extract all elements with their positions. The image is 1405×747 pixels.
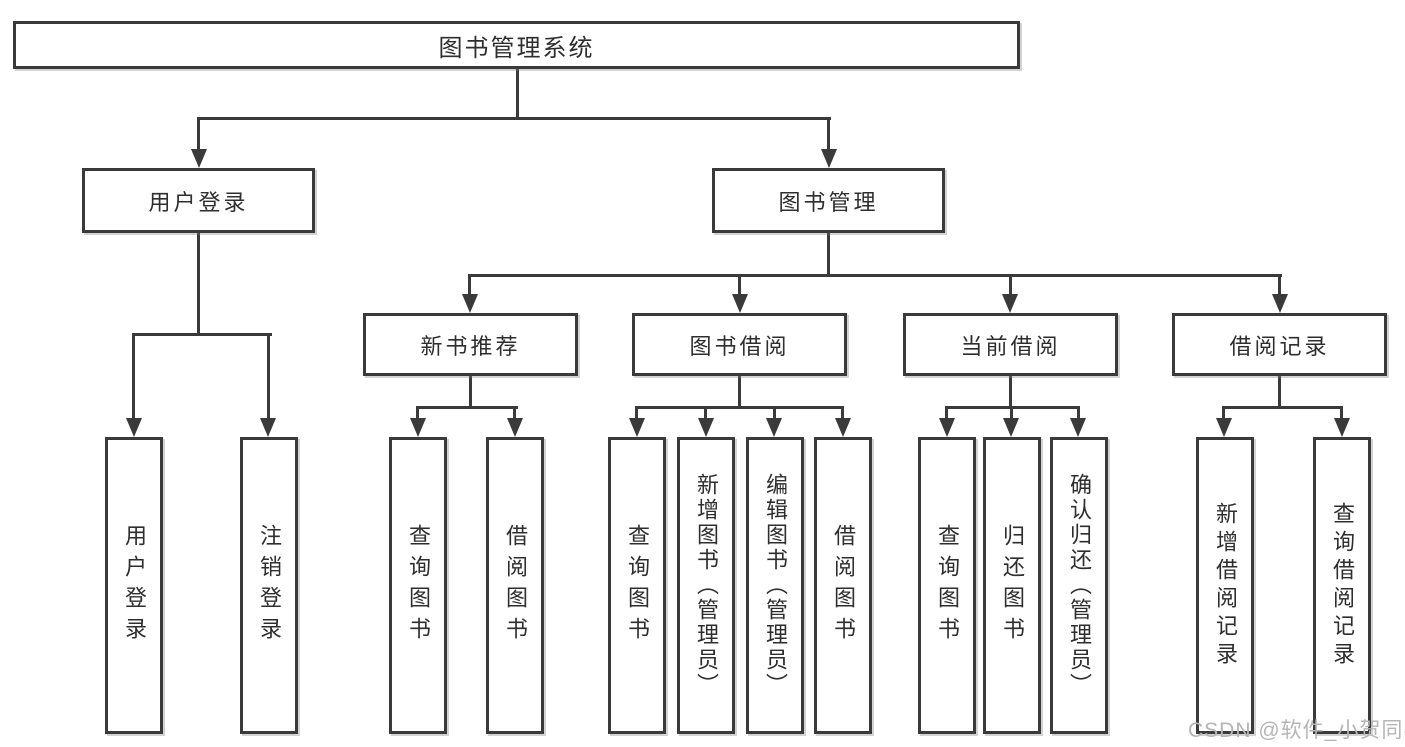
connector-stem [1010,406,1013,420]
leaf-current-query-books-label: 查询图书 [935,523,960,648]
connector-vline [738,376,741,409]
arrowhead [1216,418,1232,437]
leaf-borrowing-query-books: 查询图书 [608,437,666,734]
connector-hline [132,333,272,336]
node-new-book-recommend-label: 新书推荐 [420,333,521,359]
leaf-query-borrow-record-label: 查询借阅记录 [1330,501,1355,670]
leaf-recommend-query-books-label: 查询图书 [406,523,431,648]
node-user-login-label: 用户登录 [148,189,249,215]
arrowhead [260,418,276,437]
arrowhead [821,149,837,168]
arrowhead [939,418,955,437]
connector-stem [738,274,741,297]
node-book-management-label: 图书管理 [778,189,879,215]
node-root-label: 图书管理系统 [438,34,595,62]
connector-vline [1278,376,1281,409]
arrowhead [1002,294,1018,313]
leaf-add-book-admin-label: 新增图书（管理员） [694,473,719,698]
leaf-recommend-query-books: 查询图书 [389,437,447,734]
csdn-watermark: CSDN @软件_小贺同学 [1188,719,1405,742]
leaf-edit-book-admin-label: 编辑图书（管理员） [763,473,788,698]
connector-vline [197,233,200,336]
connector-stem [197,117,200,152]
leaf-add-borrow-record-label: 新增借阅记录 [1213,501,1238,670]
leaf-borrowing-borrow-books: 借阅图书 [814,437,872,734]
leaf-return-book: 归还图书 [983,437,1041,734]
connector-stem [267,333,270,419]
connector-vline [1009,376,1012,409]
arrowhead [462,294,478,313]
node-book-borrowing: 图书借阅 [632,313,847,376]
arrowhead [1272,294,1288,313]
leaf-logout-label: 注销登录 [257,523,282,648]
arrowhead [1334,418,1350,437]
connector-stem [513,406,516,420]
node-borrowing-records-label: 借阅记录 [1229,333,1330,359]
node-borrowing-records: 借阅记录 [1172,313,1387,376]
connector-stem [1009,274,1012,297]
leaf-user-login: 用户登录 [105,437,163,734]
leaf-user-login-label: 用户登录 [122,523,147,648]
connector-hline [468,274,1282,277]
leaf-logout: 注销登录 [240,437,298,734]
connector-vline [469,376,472,409]
connector-stem [1222,406,1225,420]
connector-vline [827,233,830,277]
connector-stem [416,406,419,420]
arrowhead [732,294,748,313]
connector-stem [1278,274,1281,297]
leaf-borrowing-query-books-label: 查询图书 [625,523,650,648]
leaf-current-query-books: 查询图书 [918,437,976,734]
leaf-confirm-return-admin: 确认归还（管理员） [1050,437,1108,734]
connector-stem [773,406,776,420]
leaf-recommend-borrow-books: 借阅图书 [486,437,544,734]
connector-hline [1222,406,1343,409]
leaf-return-book-label: 归还图书 [1000,523,1025,648]
leaf-add-borrow-record: 新增借阅记录 [1196,437,1254,734]
connector-hline [635,406,844,409]
arrowhead [507,418,523,437]
arrowhead [698,418,714,437]
node-user-login: 用户登录 [82,168,315,233]
leaf-add-book-admin: 新增图书（管理员） [677,437,735,734]
connector-vline [516,69,519,120]
connector-stem [468,274,471,297]
node-root-system: 图书管理系统 [13,21,1020,69]
connector-stem [841,406,844,420]
leaf-query-borrow-record: 查询借阅记录 [1313,437,1371,734]
node-current-borrowing-label: 当前借阅 [960,333,1061,359]
node-book-borrowing-label: 图书借阅 [689,333,790,359]
leaf-recommend-borrow-books-label: 借阅图书 [503,523,528,648]
node-current-borrowing: 当前借阅 [903,313,1118,376]
connector-stem [827,117,830,152]
arrowhead [835,418,851,437]
arrowhead [766,418,782,437]
arrowhead [191,149,207,168]
leaf-edit-book-admin: 编辑图书（管理员） [746,437,804,734]
connector-stem [132,333,135,419]
arrowhead [629,418,645,437]
connector-hline [416,406,518,409]
arrowhead [1070,418,1086,437]
connector-hline [197,117,831,120]
leaf-borrowing-borrow-books-label: 借阅图书 [831,523,856,648]
arrowhead [1003,418,1019,437]
leaf-confirm-return-admin-label: 确认归还（管理员） [1067,473,1092,698]
connector-stem [635,406,638,420]
node-new-book-recommend: 新书推荐 [363,313,578,376]
connector-stem [704,406,707,420]
connector-stem [945,406,948,420]
node-book-management: 图书管理 [712,168,945,233]
arrowhead [410,418,426,437]
connector-stem [1077,406,1080,420]
arrowhead [126,418,142,437]
connector-stem [1340,406,1343,420]
